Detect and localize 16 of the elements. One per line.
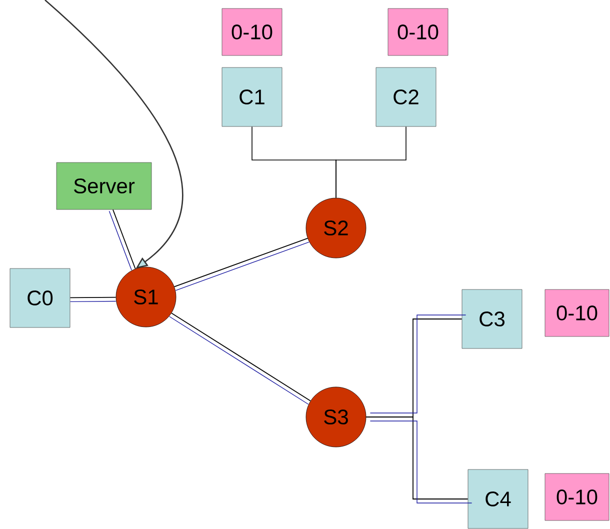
connector-line [70,296,116,302]
client-box: C2 [376,67,436,127]
connector-line [366,416,472,504]
client-box: C0 [10,268,70,328]
range-box: 0-10 [544,473,610,521]
connector-line [174,238,310,291]
client-box: C3 [462,289,522,349]
connector-line [336,126,406,198]
client-box: C1 [222,67,282,127]
connector-line [108,209,136,271]
connector-line [169,312,311,405]
range-box: 0-10 [388,8,448,56]
range-box: 0-10 [222,8,282,56]
client-box: C4 [468,469,528,529]
server-box: Server [56,162,152,210]
range-box: 0-10 [544,289,610,337]
